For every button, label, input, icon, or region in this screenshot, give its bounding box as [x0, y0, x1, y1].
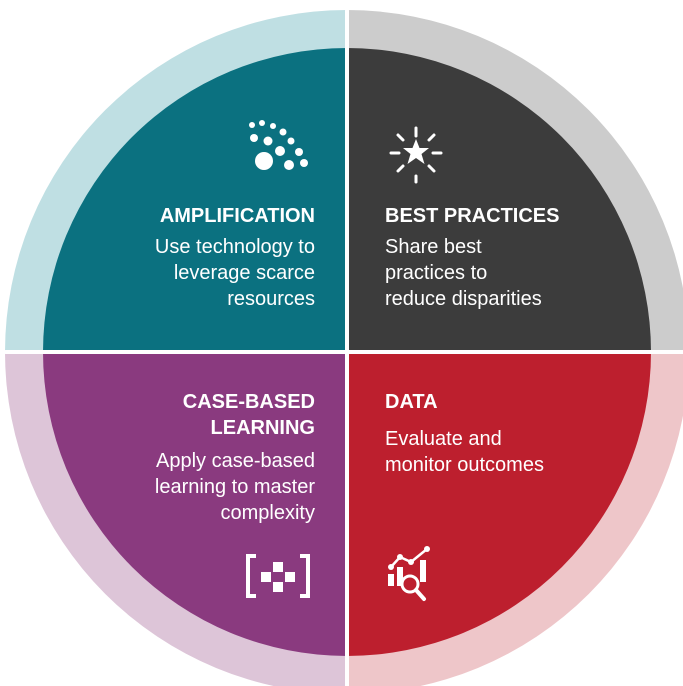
horizontal-divider	[5, 350, 683, 354]
data-desc-line-2: monitor outcomes	[385, 454, 544, 476]
case-based-desc-line-3: complexity	[221, 502, 315, 524]
amplification-title: AMPLIFICATION	[160, 205, 315, 227]
case-based-desc-line-1: Apply case-based	[156, 450, 315, 472]
amplification-desc-line-2: leverage scarce	[174, 262, 315, 284]
amplification-desc-line-1: Use technology to	[155, 236, 315, 258]
amplification-desc-line-3: resources	[227, 288, 315, 310]
data-desc-line-1: Evaluate and	[385, 428, 502, 450]
case-based-title-line-2: LEARNING	[211, 417, 315, 439]
best-practices-title: BEST PRACTICES	[385, 205, 559, 227]
case-based-desc-line-2: learning to master	[155, 476, 315, 498]
best-practices-desc-line-1: Share best	[385, 236, 482, 258]
best-practices-desc-line-2: practices to	[385, 262, 487, 284]
vertical-divider	[345, 10, 349, 686]
case-based-title-line-1: CASE-BASED	[183, 391, 315, 413]
best-practices-desc-line-3: reduce disparities	[385, 288, 542, 310]
dots-icon	[249, 120, 308, 170]
chart-magnifier-icon	[388, 546, 430, 601]
star-burst-icon	[389, 126, 443, 184]
data-title: DATA	[385, 391, 438, 413]
bracket-cross-icon	[246, 554, 310, 598]
star-shape	[403, 139, 429, 164]
